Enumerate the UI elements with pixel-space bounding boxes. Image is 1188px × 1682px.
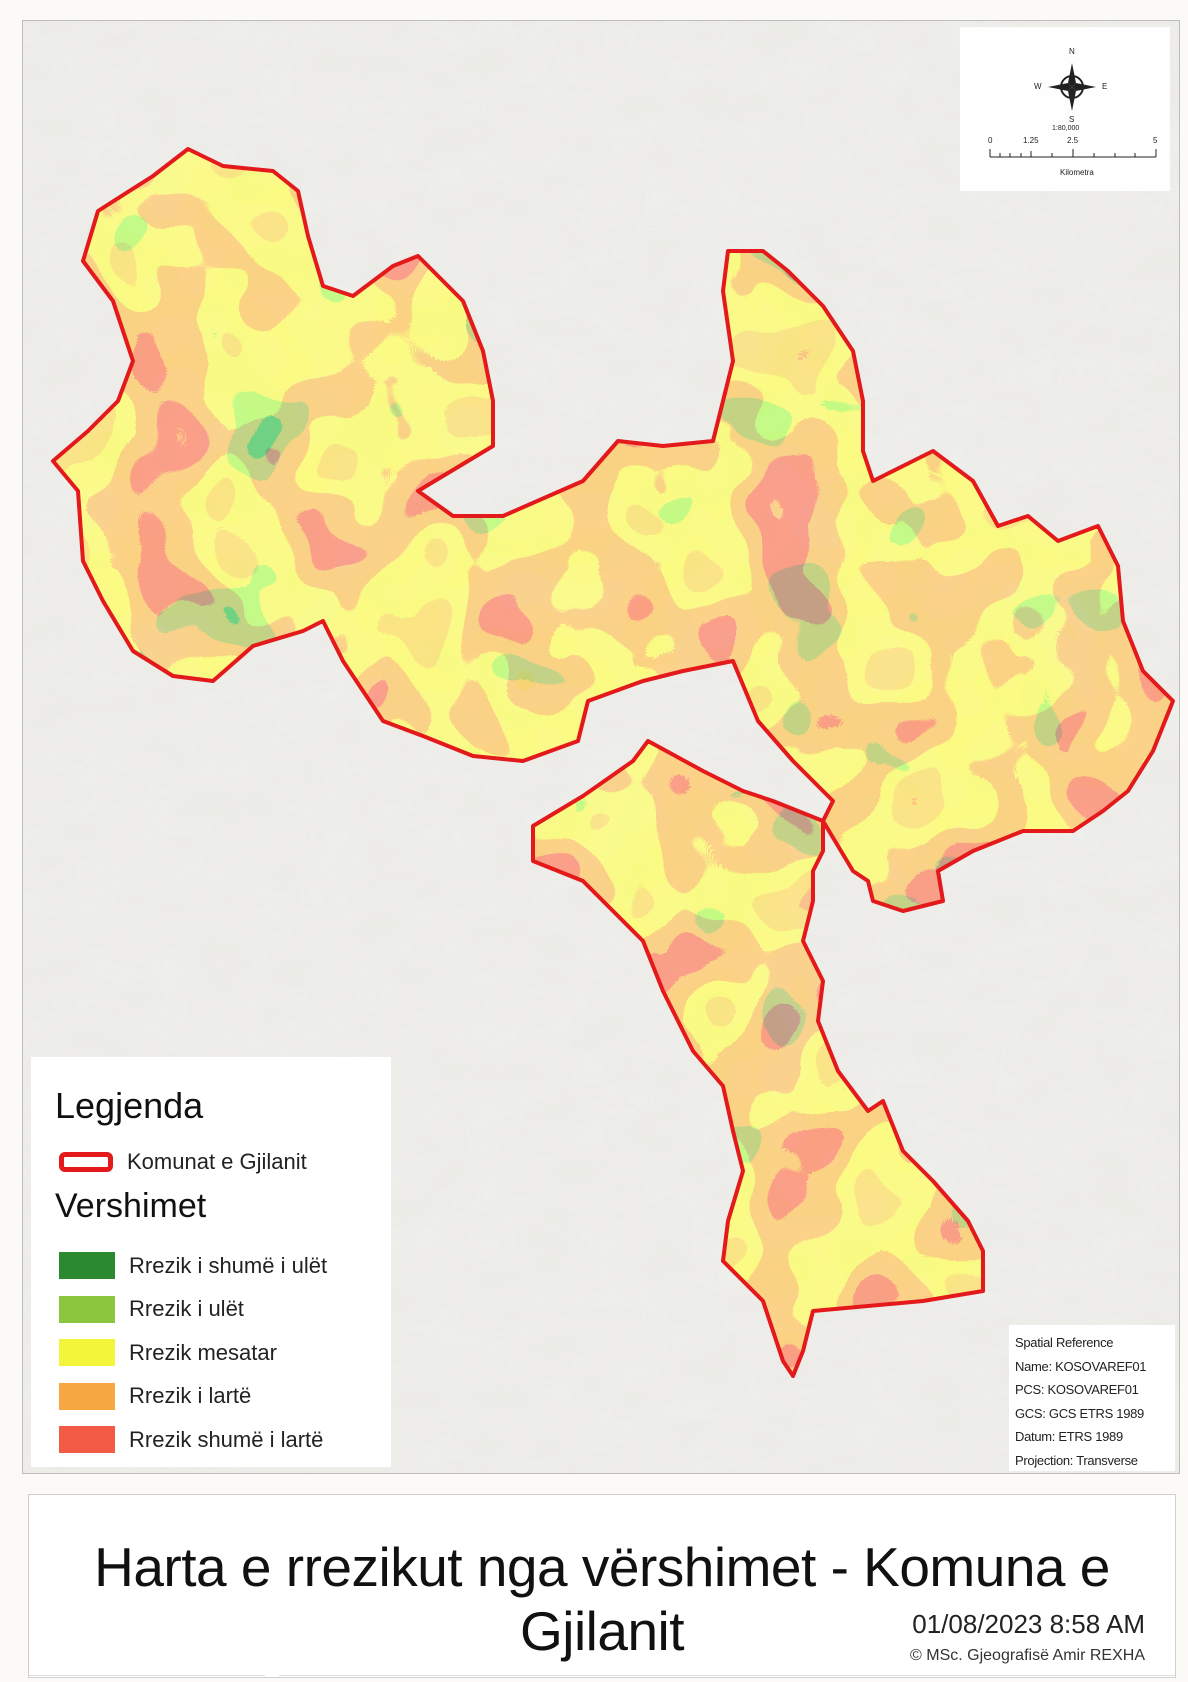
risk-swatch-low [59,1295,115,1323]
legend-item-boundary: Komunat e Gjilanit [59,1149,307,1175]
risk-class-list: Rrezik i shumë i ulët Rrezik i ulët Rrez… [59,1244,327,1462]
legend-item-medium: Rrezik mesatar [59,1331,327,1375]
legend-item-low: Rrezik i ulët [59,1288,327,1332]
spatial-gcs: GCS: GCS ETRS 1989 [1015,1405,1144,1421]
legend-item-very-low: Rrezik i shumë i ulët [59,1244,327,1288]
scale-unit: Kilometra [1060,168,1094,177]
spatial-projection: Projection: Transverse Mercator [1015,1452,1138,1468]
spatial-name: Name: KOSOVAREF01 [1015,1358,1147,1374]
scale-tick-2: 2.5 [1067,136,1079,145]
legend-label: Rrezik i lartë [129,1383,252,1409]
spatial-pcs: PCS: KOSOVAREF01 [1015,1382,1139,1397]
risk-swatch-high [59,1382,115,1410]
legend-label: Rrezik i ulët [129,1296,244,1322]
spatial-datum: Datum: ETRS 1989 [1015,1429,1123,1444]
spatial-heading: Spatial Reference [1015,1335,1114,1350]
boundary-swatch [59,1152,113,1172]
legend-item-very-high: Rrezik shumë i lartë [59,1418,327,1462]
scale-ratio: 1:80,000 [1052,125,1080,132]
map-credit: © MSc. Gjeografisë Amir REXHA [910,1647,1145,1664]
scale-tick-1: 1.25 [1023,136,1039,145]
scale-tick-3: 5 [1153,136,1158,145]
compass-west-label: W [1034,82,1042,91]
north-arrow-scale-box: N E S W 1:80,000 0 1.25 2.5 5 Kilometra [960,27,1170,191]
title-panel: Harta e rrezikut nga vërshimet - Komuna … [28,1494,1176,1678]
scale-tick-0: 0 [988,136,993,145]
compass-east-label: E [1102,82,1108,91]
compass-south-label: S [1069,115,1075,124]
legend: Legjenda Komunat e Gjilanit Vershimet Rr… [31,1057,391,1467]
legend-label: Rrezik shumë i lartë [129,1426,324,1452]
legend-subtitle: Vershimet [55,1187,207,1225]
legend-label: Rrezik i shumë i ulët [129,1252,328,1278]
spatial-reference-box: Spatial Reference Name: KOSOVAREF01 PCS:… [1009,1325,1175,1471]
risk-swatch-medium [59,1339,115,1367]
map-title: Harta e rrezikut nga vërshimet - Komuna … [94,1536,1110,1662]
panel-divider-left [29,1675,265,1676]
map-frame[interactable]: N E S W 1:80,000 0 1.25 2.5 5 Kilometra … [22,20,1180,1474]
legend-item-high: Rrezik i lartë [59,1375,327,1419]
panel-divider-right [279,1675,1175,1676]
legend-label: Rrezik mesatar [129,1339,277,1365]
compass-icon [989,63,1157,158]
map-date: 01/08/2023 8:58 AM [912,1609,1145,1639]
map-canvas [23,21,1179,1473]
compass-north-label: N [1069,47,1075,56]
risk-swatch-very-low [59,1252,115,1280]
risk-swatch-very-high [59,1426,115,1454]
legend-label: Komunat e Gjilanit [127,1149,307,1174]
legend-title: Legjenda [55,1085,204,1126]
